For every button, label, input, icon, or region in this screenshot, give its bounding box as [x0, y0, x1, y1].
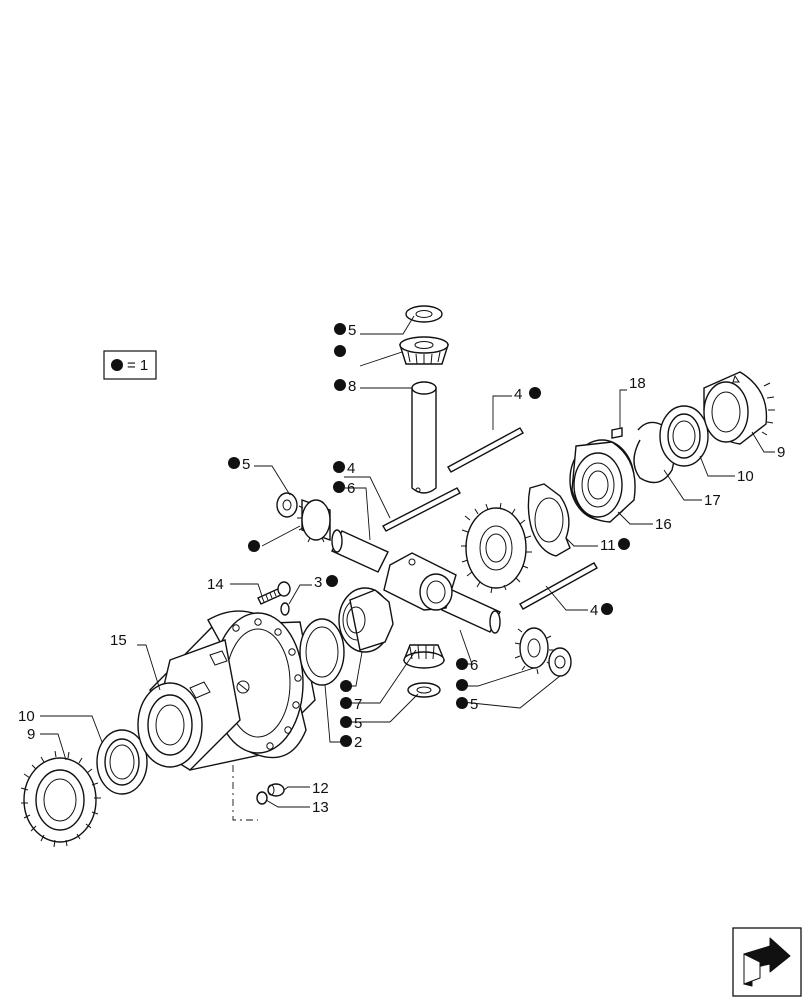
dot-pinion-left: [248, 540, 260, 552]
callout-12: 12: [312, 780, 329, 797]
part-3-pin: [280, 602, 290, 616]
callout-18: 18: [629, 375, 646, 392]
part-16-clutch-housing: [569, 439, 636, 523]
part-10-left: [96, 729, 148, 795]
dot-4-top-right: [529, 387, 541, 399]
callout-9-left: 9: [27, 726, 35, 743]
dot-side-gear-left: [340, 680, 352, 692]
callout-17: 17: [704, 492, 721, 509]
part-2-washer: [299, 618, 345, 686]
part-8-shaft: [411, 381, 437, 494]
callout-2: 2: [354, 734, 362, 751]
part-5-top-washer: [405, 305, 443, 323]
part-18-pin: [611, 427, 623, 439]
callout-7: 7: [354, 696, 362, 713]
dot-4-right: [601, 603, 613, 615]
dot-6-mid: [456, 658, 468, 670]
callout-4-right: 4: [590, 602, 598, 619]
callout-5-top: 5: [348, 322, 356, 339]
previous-page-arrow-icon[interactable]: [732, 927, 802, 997]
dot-5-bottom-mid: [340, 716, 352, 728]
dot-5-bottom-right: [456, 697, 468, 709]
dot-11: [618, 538, 630, 550]
callout-13: 13: [312, 799, 329, 816]
legend-text: = 1: [127, 357, 148, 374]
callout-4-mid: 4: [347, 460, 355, 477]
dot-3: [326, 575, 338, 587]
pinion-gear-top: [399, 336, 449, 365]
pinion-gear-left: [297, 499, 331, 543]
callout-5-bottom-right: 5: [470, 696, 478, 713]
callout-15: 15: [110, 632, 127, 649]
part-9-right: [703, 371, 775, 445]
part-13-oring: [256, 791, 268, 805]
dot-5-top: [334, 323, 346, 335]
callout-11: 11: [600, 537, 616, 554]
dot-2: [340, 735, 352, 747]
dot-5-left: [228, 457, 240, 469]
callout-10-right: 10: [737, 468, 754, 485]
callout-4-top-right: 4: [514, 386, 522, 403]
part-5-left-washer: [276, 492, 298, 518]
part-11-disc: [527, 483, 571, 557]
callout-9-right: 9: [777, 444, 785, 461]
part-17-snap-ring: [633, 421, 676, 484]
callout-10-left: 10: [18, 708, 35, 725]
callout-labels: 5 8 4 18 9 10 17 16 11 5 4 6 14 3 4 15 6…: [18, 322, 785, 816]
callout-3: 3: [314, 574, 322, 591]
legend: = 1: [103, 350, 157, 380]
callout-6-top: 6: [347, 480, 355, 497]
part-4-pin-right: [519, 562, 598, 610]
dot-7: [340, 697, 352, 709]
callout-6-mid: 6: [470, 657, 478, 674]
dot-4-mid: [333, 461, 345, 473]
part-4-pin-top-right: [447, 427, 524, 473]
callout-5-bottom-mid: 5: [354, 715, 362, 732]
part-5-bottom-washer: [407, 682, 441, 698]
part-12-plug: [267, 783, 285, 797]
part-5-right-washer: [548, 647, 572, 677]
side-gear-right: [461, 502, 532, 594]
side-gear-left: [338, 587, 394, 653]
part-7-center-block: [383, 552, 457, 611]
pinion-gear-bottom: [402, 644, 446, 669]
part-14-bolt: [257, 581, 291, 605]
dot-6-top: [333, 481, 345, 493]
callout-8: 8: [348, 378, 356, 395]
callout-5-left: 5: [242, 456, 250, 473]
part-9-left: [20, 750, 101, 848]
leader-lines: [40, 315, 775, 808]
part-10-right: [659, 405, 709, 467]
callout-16: 16: [655, 516, 672, 533]
part-6-shaft-top: [331, 529, 389, 573]
dot-8: [334, 379, 346, 391]
part-6-shaft-mid: [441, 589, 501, 634]
dot-pinion-top: [334, 345, 346, 357]
legend-dot-icon: [111, 359, 123, 371]
callout-dots: [228, 323, 630, 747]
pinion-gear-right: [514, 627, 554, 675]
dot-pinion-right: [456, 679, 468, 691]
part-15-housing: [137, 610, 316, 771]
callout-14: 14: [207, 576, 224, 593]
part-4-pin-mid: [382, 487, 461, 532]
